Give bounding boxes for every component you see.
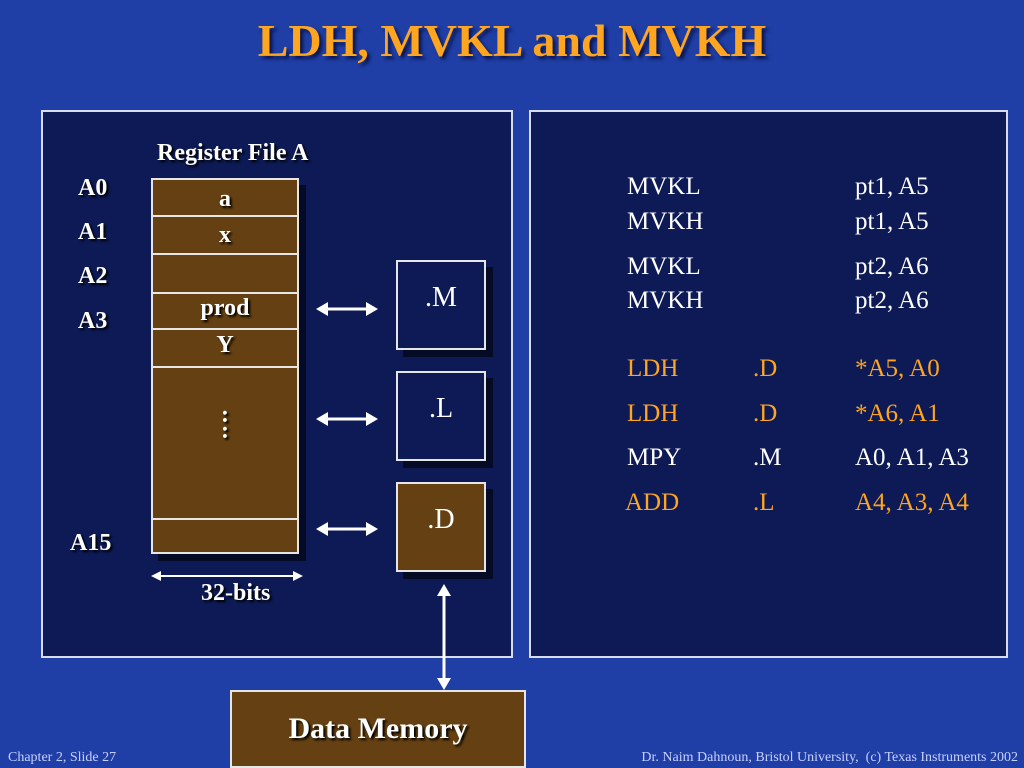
width-arrow — [151, 571, 303, 581]
register-label-a2: A2 — [78, 263, 108, 289]
code-args: *A6, A1 — [855, 400, 940, 427]
data-memory-box: Data Memory — [230, 690, 526, 768]
register-value-a: a — [219, 186, 231, 212]
code-unit: .M — [753, 444, 782, 471]
register-divider — [153, 366, 297, 368]
code-op: MVKH — [627, 287, 704, 314]
register-label-a1: A1 — [78, 219, 108, 245]
l-unit-double-arrow — [316, 412, 378, 426]
register-divider — [153, 292, 297, 294]
register-divider — [153, 253, 297, 255]
code-args: pt2, A6 — [855, 253, 929, 280]
register-label-a3: A3 — [78, 308, 108, 334]
code-op: LDH — [627, 400, 679, 427]
l-unit-box: .L — [396, 371, 486, 461]
d-unit-box: .D — [396, 482, 486, 572]
register-divider — [153, 215, 297, 217]
code-args: pt1, A5 — [855, 173, 929, 200]
code-op: ADD — [625, 489, 680, 516]
d-unit-double-arrow — [316, 522, 378, 536]
register-label-a15: A15 — [70, 530, 112, 556]
footer-left: Chapter 2, Slide 27 — [8, 750, 117, 765]
memory-double-arrow — [437, 584, 451, 690]
width-label: 32-bits — [201, 580, 271, 606]
code-op: MPY — [627, 444, 682, 471]
right-panel — [529, 110, 1008, 658]
register-ellipsis-top: : — [221, 402, 229, 428]
code-unit: .D — [753, 400, 778, 427]
register-value-prod: prod — [200, 295, 250, 321]
slide-title: LDH, MVKL and MVKH — [257, 15, 767, 66]
code-args: A0, A1, A3 — [855, 444, 969, 471]
register-value-y: Y — [216, 332, 234, 358]
register-label-a0: A0 — [78, 175, 108, 201]
register-ellipsis-bottom: : — [221, 418, 229, 444]
l-unit-label: .L — [428, 393, 454, 424]
code-op: MVKL — [627, 253, 701, 280]
m-unit-box: .M — [396, 260, 486, 350]
m-unit-label: .M — [425, 282, 457, 313]
register-value-x: x — [219, 222, 231, 248]
code-args: *A5, A0 — [855, 355, 940, 382]
code-unit: .D — [753, 355, 778, 382]
register-file-label: Register File A — [157, 140, 309, 166]
code-op: LDH — [627, 355, 679, 382]
data-memory-label: Data Memory — [288, 712, 468, 745]
code-op: MVKL — [627, 173, 701, 200]
code-args: pt1, A5 — [855, 208, 929, 235]
m-unit-double-arrow — [316, 302, 378, 316]
register-file: a x prod Y : : — [151, 178, 299, 554]
footer-right: Dr. Naim Dahnoun, Bristol University, (c… — [641, 750, 1018, 765]
code-args: A4, A3, A4 — [855, 489, 969, 516]
register-divider — [153, 518, 297, 520]
register-divider — [153, 328, 297, 330]
d-unit-label: .D — [427, 504, 455, 535]
code-op: MVKH — [627, 208, 704, 235]
code-args: pt2, A6 — [855, 287, 929, 314]
code-unit: .L — [753, 489, 775, 516]
